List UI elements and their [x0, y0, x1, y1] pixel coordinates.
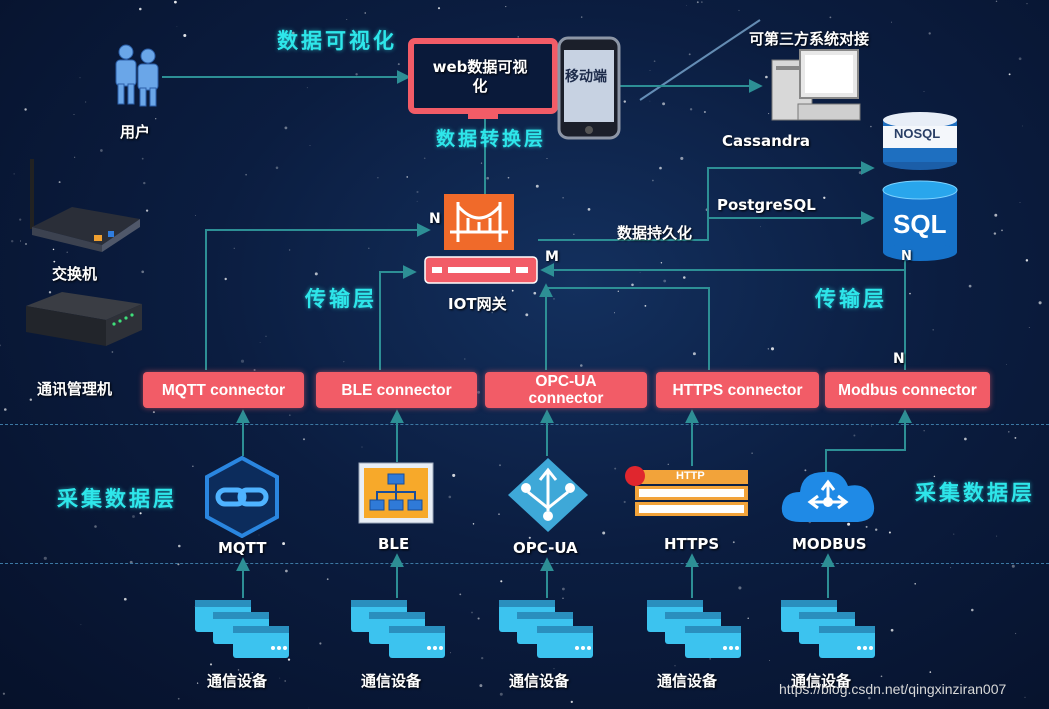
- users-label: 用户: [120, 123, 151, 141]
- device-label-1: 通信设备: [207, 672, 268, 690]
- wifi-router-icon: [22, 157, 144, 252]
- cassandra-label: Cassandra: [722, 132, 811, 150]
- separator-line-upper: [0, 424, 1049, 425]
- users-icon: [108, 42, 166, 108]
- ble-network-icon: [358, 462, 434, 524]
- separator-line-lower: [0, 563, 1049, 564]
- connector-mqtt: MQTT connector: [143, 372, 304, 408]
- protocol-label-ble: BLE: [378, 535, 410, 553]
- modbus-cloud-icon: [778, 462, 880, 530]
- mobile-phone-icon: [557, 36, 621, 140]
- layer-title-visualization: 数据可视化: [277, 28, 397, 53]
- web-visualization-label: web数据可视化: [432, 58, 528, 95]
- sql-label: SQL: [893, 209, 947, 239]
- comm-manager-box-icon: [22, 290, 144, 352]
- comm-manager-label: 通讯管理机: [37, 380, 113, 398]
- connector-https: HTTPS connector: [656, 372, 819, 408]
- device-stack-icon-3: [497, 598, 595, 662]
- device-stack-icon-5: [779, 598, 877, 662]
- device-label-4: 通信设备: [657, 672, 718, 690]
- protocol-label-mqtt: MQTT: [218, 539, 267, 557]
- device-label-2: 通信设备: [361, 672, 422, 690]
- iot-gateway-label: IOT网关: [448, 295, 507, 313]
- sql-database-icon: [880, 178, 960, 262]
- monitor-icon: [408, 38, 558, 120]
- nosql-database-icon: [880, 110, 960, 172]
- layer-title-conversion: 数据转换层: [436, 128, 547, 150]
- connector-opcua: OPC-UA connector: [485, 372, 647, 408]
- connector-ble: BLE connector: [316, 372, 477, 408]
- opcua-share-icon: [506, 456, 590, 534]
- third-party-label: 可第三方系统对接: [749, 30, 870, 48]
- watermark-url: https://blog.csdn.net/qingxinziran007: [779, 681, 1007, 697]
- layer-title-collection-right: 采集数据层: [915, 480, 1035, 505]
- layer-title-collection-left: 采集数据层: [57, 486, 177, 511]
- device-label-5: 通信设备: [791, 672, 852, 690]
- protocol-label-opcua: OPC-UA: [513, 539, 578, 557]
- http-stack-icon: [623, 464, 751, 524]
- device-stack-icon-1: [193, 598, 291, 662]
- http-badge-text: HTTP: [676, 470, 705, 482]
- computer-icon: [770, 48, 865, 128]
- device-label-3: 通信设备: [509, 672, 570, 690]
- protocol-label-modbus: MODBUS: [792, 535, 867, 553]
- bridge-icon: [444, 194, 514, 250]
- persistence-label: 数据持久化: [617, 224, 693, 242]
- sql-n-marker: N: [901, 249, 912, 264]
- layer-title-transport-right: 传输层: [815, 286, 887, 311]
- protocol-label-https: HTTPS: [664, 535, 720, 553]
- postgresql-label: PostgreSQL: [717, 196, 816, 214]
- mobile-label: 移动端: [565, 69, 607, 85]
- layer-title-transport-left: 传输层: [305, 286, 377, 311]
- router-icon: [424, 256, 538, 284]
- nosql-label: NOSQL: [894, 126, 941, 141]
- device-stack-icon-2: [349, 598, 447, 662]
- gateway-m-marker: M: [545, 249, 559, 265]
- connector-modbus: Modbus connector: [825, 372, 990, 408]
- switch-label: 交换机: [52, 265, 98, 283]
- device-stack-icon-4: [645, 598, 743, 662]
- gateway-n-marker: N: [429, 211, 441, 227]
- mqtt-icon: [204, 456, 280, 538]
- modbus-n-marker: N: [893, 351, 905, 367]
